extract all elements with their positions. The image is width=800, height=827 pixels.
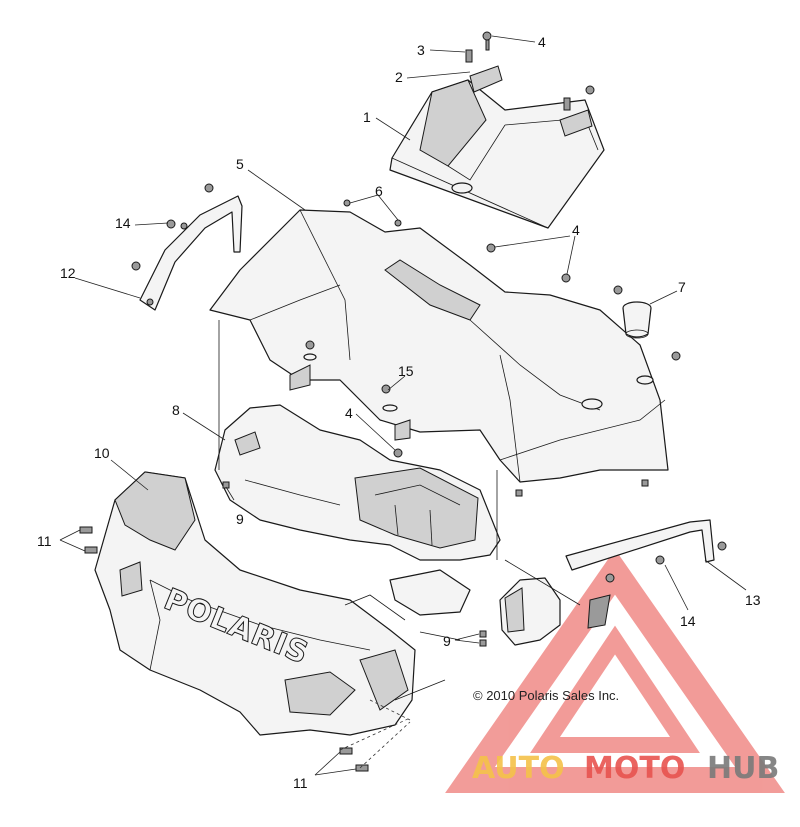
watermark-logo	[445, 549, 785, 793]
leader-lines	[59, 35, 747, 776]
callout-15: 15	[398, 363, 414, 379]
watermark-hub: HUB	[707, 751, 779, 786]
hood-screws	[465, 31, 595, 111]
left-bracket-part	[131, 183, 243, 311]
inner-dash-part	[214, 404, 501, 616]
callout-14-right: 14	[680, 613, 696, 629]
callout-12: 12	[60, 265, 76, 281]
watermark-moto: MOTO	[584, 751, 685, 786]
watermark-auto: AUTO	[472, 751, 565, 786]
callout-8: 8	[172, 402, 180, 418]
callout-5: 5	[236, 156, 244, 172]
front-fascia-part: POLARIS	[94, 471, 416, 736]
right-side-panel-part	[499, 577, 611, 646]
fender-body-part	[209, 209, 669, 497]
callout-11-left: 11	[37, 533, 52, 549]
callout-10: 10	[94, 445, 110, 461]
callout-7: 7	[678, 279, 686, 295]
hood-part	[389, 65, 605, 229]
callout-6: 6	[375, 183, 383, 199]
callout-4-center: 4	[345, 405, 353, 421]
callout-13: 13	[745, 592, 761, 608]
callout-11-bottom: 11	[293, 775, 308, 791]
callout-labels: 1 2 3 4 4 4 5 6 7 8 9 9 10 11 11 12 13 1…	[37, 34, 761, 791]
copyright-text: © 2010 Polaris Sales Inc.	[473, 688, 619, 703]
callout-14-left: 14	[115, 215, 131, 231]
callout-9-left: 9	[236, 511, 244, 527]
alignment-lines	[218, 320, 581, 769]
callout-1: 1	[363, 109, 371, 125]
bumper-fasteners	[79, 481, 487, 772]
callout-9-right: 9	[443, 633, 451, 649]
right-bracket-part	[565, 519, 727, 583]
cup-holder-part	[622, 301, 652, 339]
callout-4-top: 4	[538, 34, 546, 50]
watermark-text: AUTO MOTO HUB	[472, 751, 779, 786]
callout-3: 3	[417, 42, 425, 58]
callout-4-right: 4	[572, 222, 580, 238]
callout-2: 2	[395, 69, 403, 85]
